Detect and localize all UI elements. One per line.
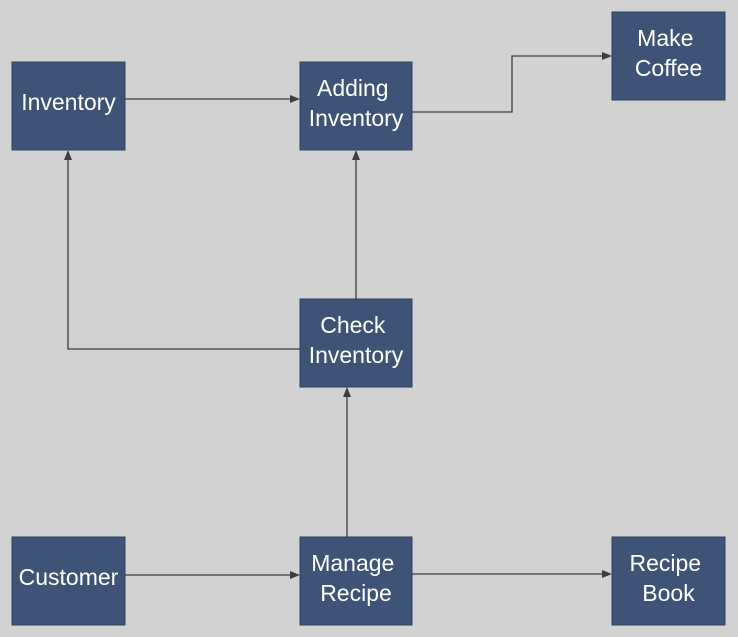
edges	[64, 52, 612, 579]
node-manage-recipe-box	[299, 536, 413, 626]
node-inventory-box	[11, 61, 126, 151]
nodes: Inventory Adding Inventory Make Coffee C…	[11, 11, 726, 626]
node-adding-inventory[interactable]: Adding Inventory	[299, 61, 413, 151]
node-make-coffee-box	[611, 11, 726, 101]
edge-adding-inventory-to-make-coffee	[412, 55, 604, 113]
node-customer[interactable]: Customer	[11, 536, 126, 626]
node-check-inventory[interactable]: Check Inventory	[299, 298, 413, 388]
node-check-inventory-box	[299, 298, 413, 388]
node-check-inventory-label: Check Inventory	[309, 312, 404, 368]
arrowhead-adding-inventory-bottom	[352, 150, 360, 160]
node-make-coffee-label: Make Coffee	[635, 25, 702, 81]
arrowhead-manage-recipe-left	[290, 571, 300, 579]
arrowhead-inventory-bottom	[64, 150, 72, 160]
arrowhead-adding-inventory-left	[290, 95, 300, 103]
node-adding-inventory-label: Adding Inventory	[309, 75, 404, 131]
edge-check-inventory-to-inventory	[67, 158, 300, 350]
arrowhead-make-coffee-left	[602, 52, 612, 60]
node-recipe-book-box	[611, 536, 726, 626]
node-manage-recipe[interactable]: Manage Recipe	[299, 536, 413, 626]
node-recipe-book-label: Recipe Book	[630, 550, 708, 606]
node-customer-box	[11, 536, 126, 626]
node-manage-recipe-label: Manage Recipe	[311, 550, 401, 606]
node-make-coffee[interactable]: Make Coffee	[611, 11, 726, 101]
node-customer-label: Customer	[19, 564, 119, 590]
node-recipe-book[interactable]: Recipe Book	[611, 536, 726, 626]
arrowhead-recipe-book-left	[602, 570, 612, 578]
node-inventory-label: Inventory	[21, 89, 116, 115]
node-inventory[interactable]: Inventory	[11, 61, 126, 151]
node-adding-inventory-box	[299, 61, 413, 151]
arrowhead-check-inventory-bottom	[343, 387, 351, 397]
